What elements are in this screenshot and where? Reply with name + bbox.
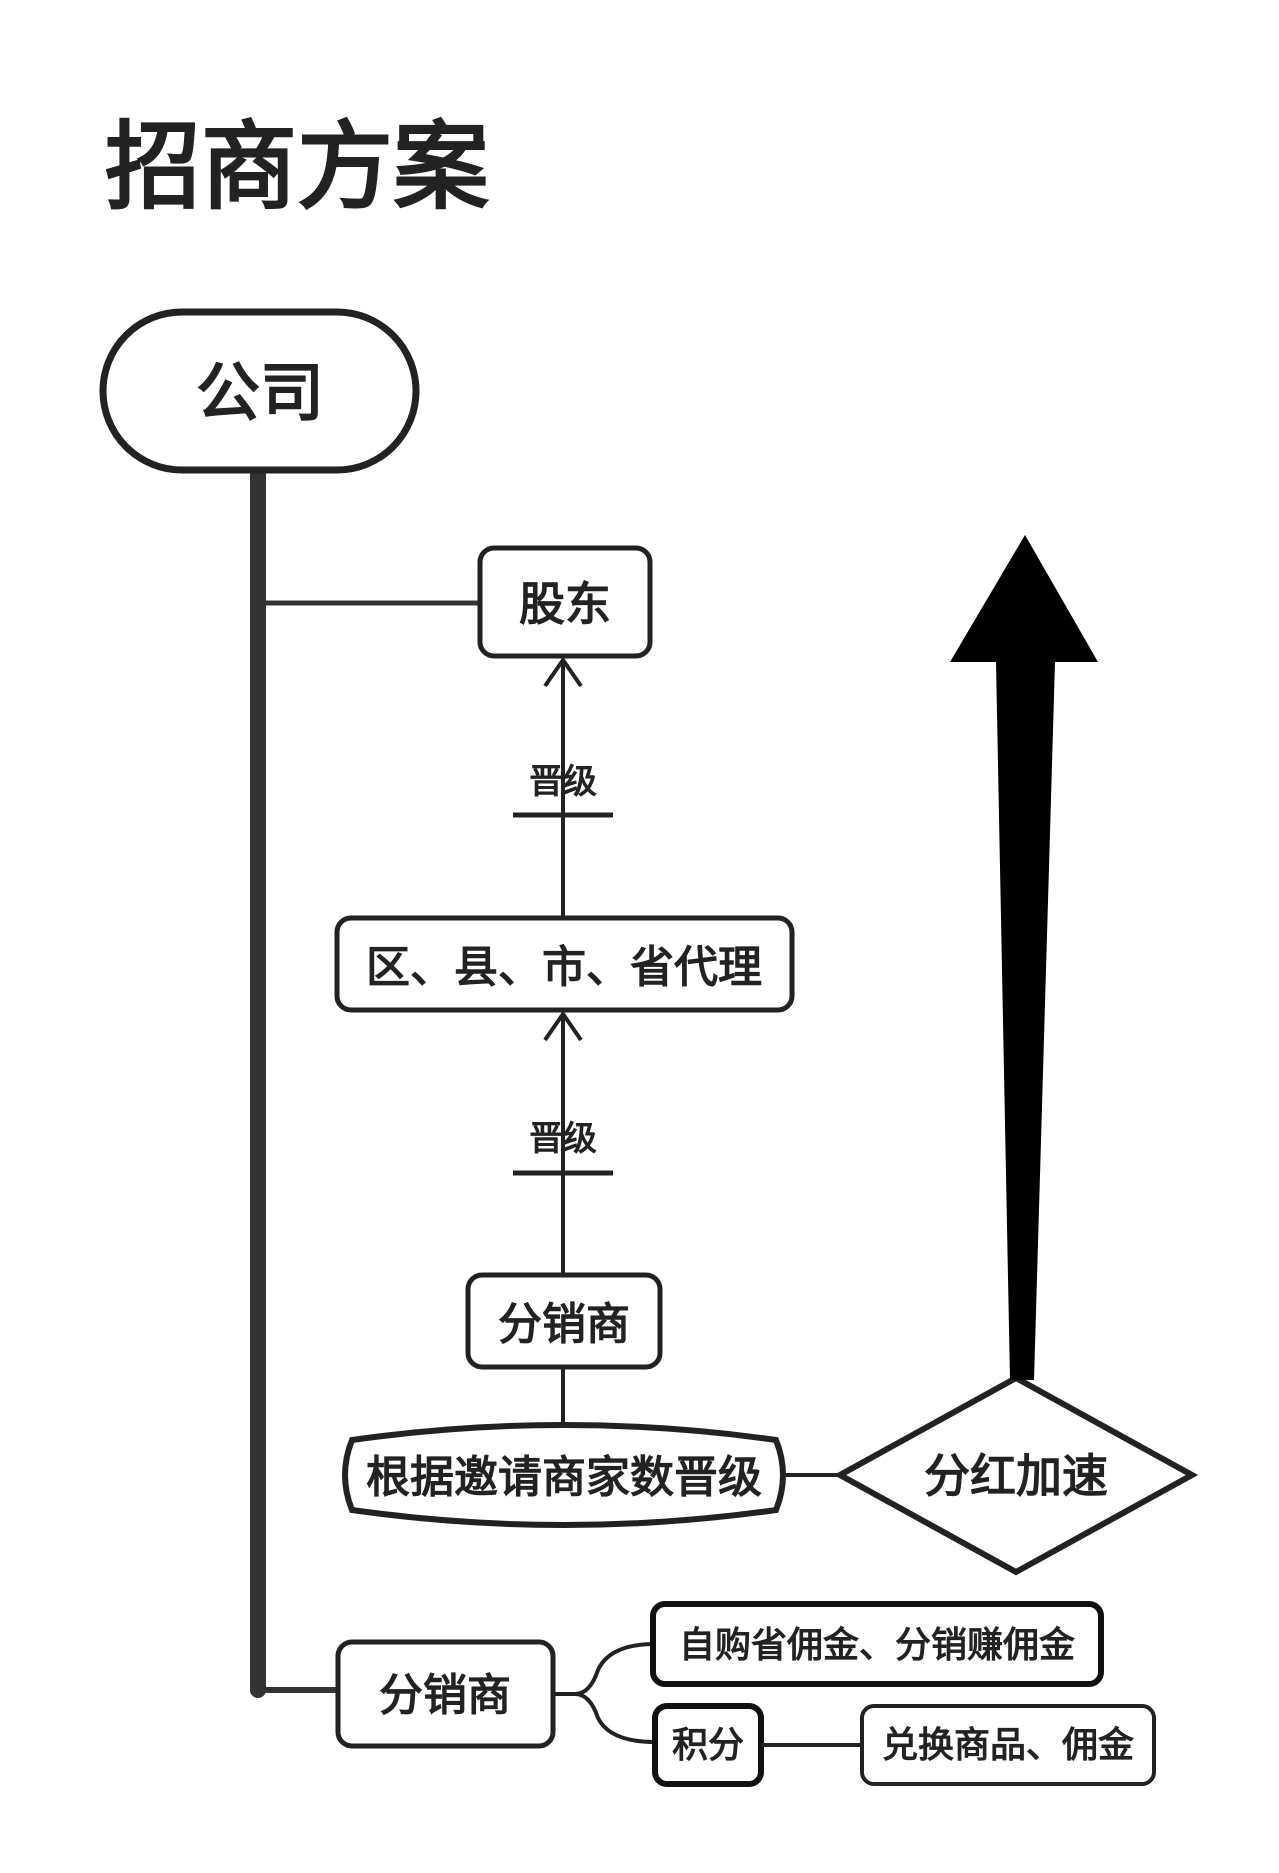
- dividend-label: 分红加速: [924, 1449, 1108, 1503]
- fork-to-points-line: [574, 1692, 656, 1744]
- dividend-node: [833, 1374, 1199, 1576]
- shareholder-label: 股东: [519, 577, 611, 631]
- invite-rule-label: 根据邀请商家数晋级: [366, 1452, 762, 1503]
- commission-label: 自购省佣金、分销赚佣金: [679, 1624, 1076, 1666]
- commission-node: [650, 1601, 1104, 1687]
- promote-label-1: 晋级: [529, 762, 597, 802]
- distributor-top-label: 分销商: [498, 1299, 630, 1350]
- company-label: 公司: [196, 357, 324, 431]
- agent-label: 区、县、市、省代理: [366, 942, 762, 993]
- exchange-node: [860, 1704, 1156, 1786]
- trunk-to-distributor-line: [255, 1679, 338, 1693]
- points-label: 积分: [672, 1725, 744, 1766]
- promote-arrowhead-1: [543, 656, 583, 688]
- promote-arrowhead-2: [543, 1010, 583, 1042]
- big-up-arrow-icon: [950, 535, 1098, 1380]
- company-node: [99, 308, 420, 474]
- distributor-bottom-label: 分销商: [379, 1670, 511, 1721]
- agent-node: [334, 915, 795, 1013]
- diagram-title: 招商方案: [105, 111, 490, 223]
- promote-label-2: 晋级: [529, 1119, 597, 1159]
- exchange-label: 兑换商品、佣金: [882, 1724, 1135, 1766]
- invite-rule-node: [342, 1422, 786, 1528]
- shareholder-node: [477, 545, 653, 659]
- fork-to-commission-line: [553, 1642, 656, 1696]
